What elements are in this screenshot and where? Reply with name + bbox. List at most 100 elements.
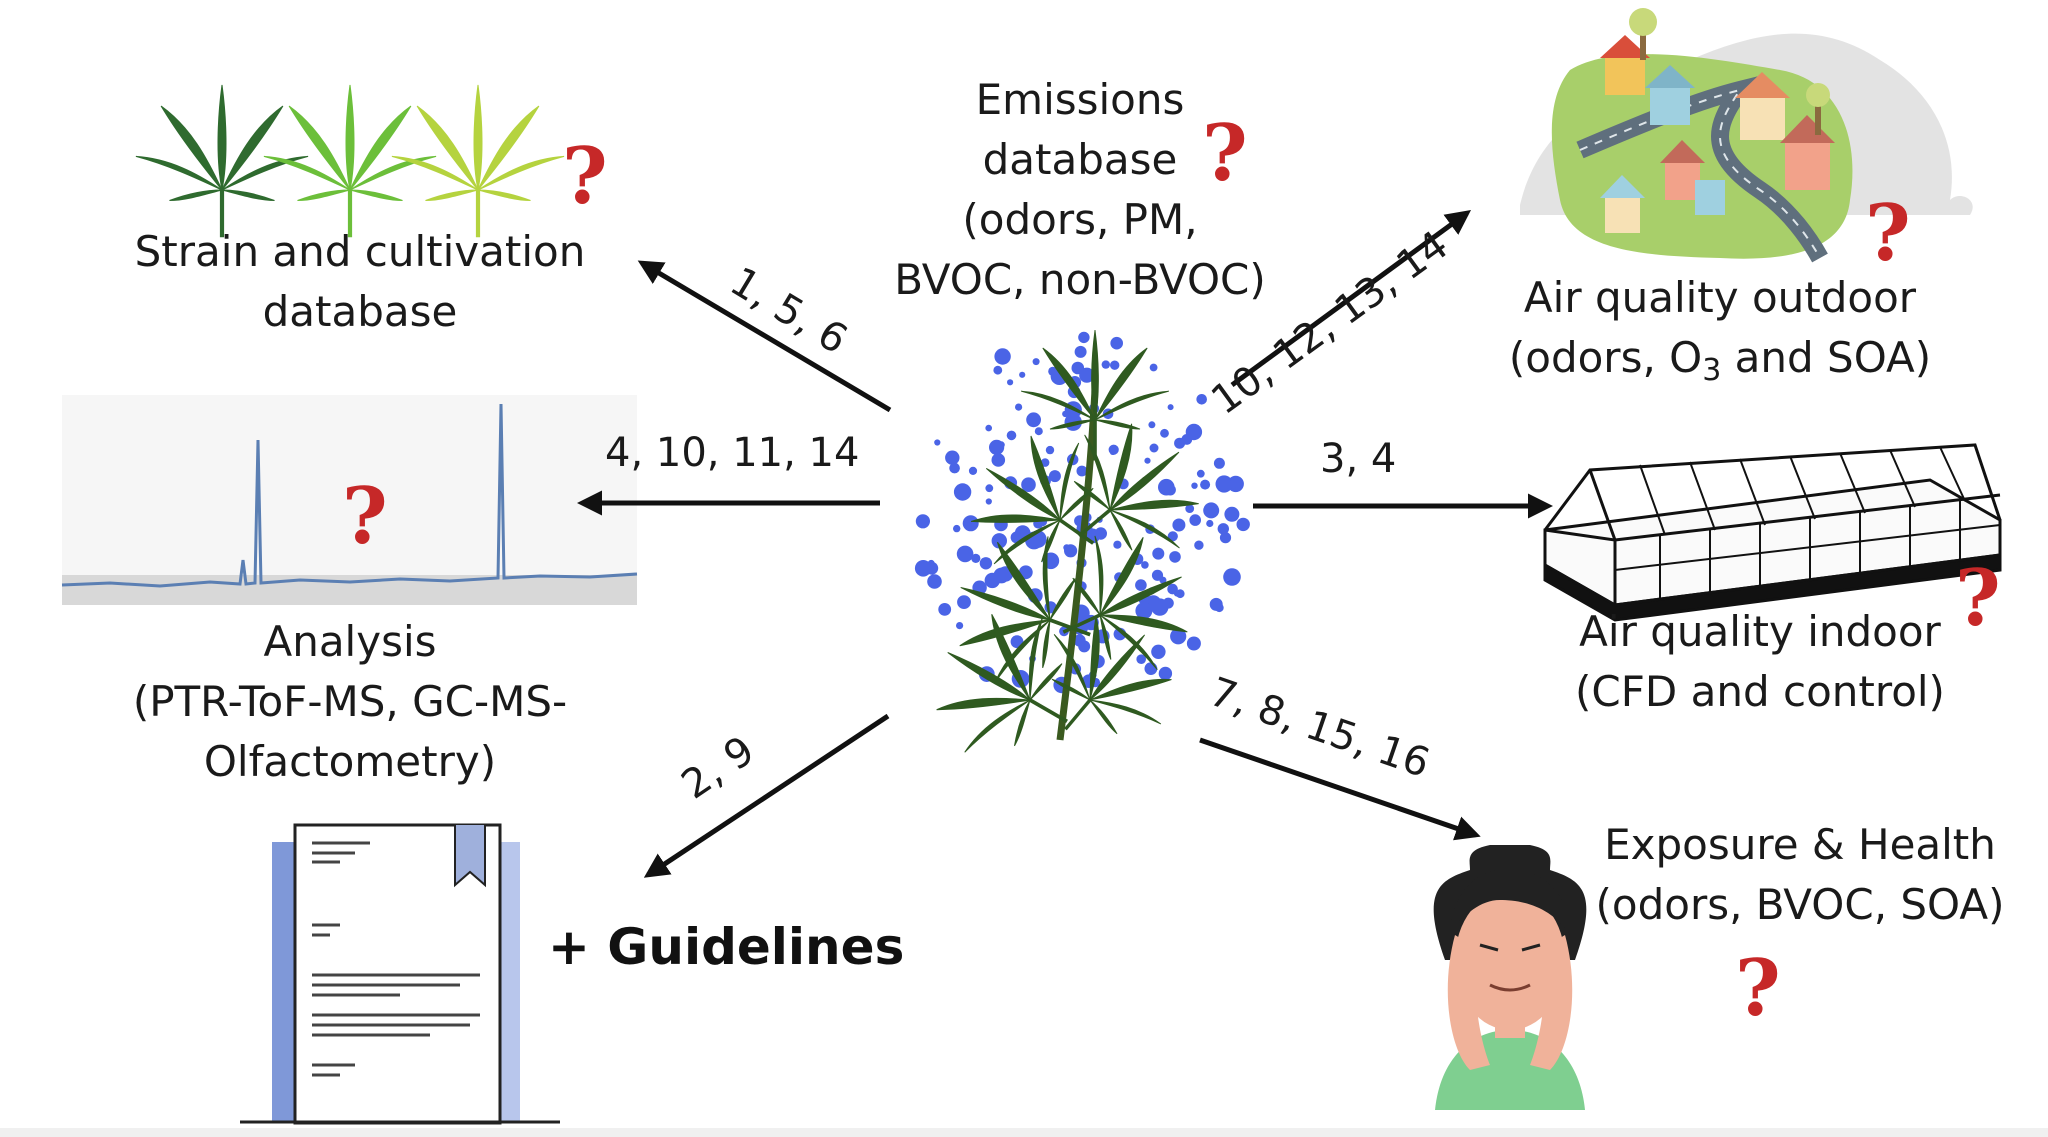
analysis-label: Analysis (PTR-ToF-MS, GC-MS- Olfactometr… — [100, 612, 600, 792]
emission-dot — [1213, 457, 1225, 469]
emission-dot — [1149, 443, 1159, 453]
emission-dot — [927, 574, 942, 589]
emission-dot — [1135, 602, 1153, 620]
emission-dot — [957, 595, 971, 609]
air-quality-indoor-label: Air quality indoor (CFD and control) — [1520, 602, 2000, 722]
emission-dot — [1194, 540, 1204, 550]
emissions-line-3: (odors, PM, — [962, 195, 1198, 244]
arrow-to-outdoor — [1230, 210, 1472, 388]
emission-dot — [1141, 561, 1149, 569]
emission-dot — [985, 424, 992, 432]
emission-dot — [1224, 506, 1240, 522]
emission-dot — [1169, 551, 1181, 563]
emission-dot — [1228, 479, 1238, 489]
emission-dot — [1223, 568, 1241, 586]
question-mark-strain: ? — [562, 131, 608, 222]
emission-dot — [1149, 363, 1158, 372]
emission-dot — [1144, 662, 1158, 675]
emission-dot — [1101, 360, 1111, 369]
arrow-to-strain — [637, 260, 892, 413]
emission-dot — [985, 484, 994, 493]
strain-line-1: Strain and cultivation — [134, 227, 586, 276]
emission-dot — [1110, 360, 1120, 370]
emission-dot — [994, 348, 1011, 365]
air-quality-outdoor-label: Air quality outdoor (odors, O3 and SOA) — [1480, 268, 1960, 393]
question-mark-outdoor: ? — [1865, 188, 1911, 279]
emission-dot — [1191, 482, 1198, 489]
emissions-database-label: Emissions database (odors, PM, BVOC, non… — [840, 70, 1320, 310]
emission-dot — [968, 466, 978, 475]
arrow-to-exposure — [1199, 737, 1481, 841]
emission-dot — [949, 462, 960, 474]
emission-dot — [1158, 666, 1173, 681]
cannabis-leaves-icon — [136, 85, 564, 237]
emission-dot — [985, 498, 992, 505]
question-mark-emissions: ? — [1202, 108, 1248, 199]
emission-dot — [1063, 544, 1071, 551]
emission-dot — [1015, 403, 1023, 411]
emission-dot — [1162, 597, 1174, 609]
emission-dot — [963, 516, 977, 529]
emission-dot — [1136, 654, 1146, 664]
emission-dot — [1159, 576, 1167, 584]
emission-dot — [1148, 421, 1156, 429]
emission-dot — [1034, 427, 1043, 436]
emission-dot — [1045, 445, 1055, 455]
emission-dot — [1019, 371, 1026, 378]
emission-dot — [1167, 404, 1174, 411]
emission-dot — [1144, 457, 1151, 464]
emission-dot — [1135, 579, 1147, 591]
exposure-line-2: (odors, BVOC, SOA) — [1595, 880, 2005, 929]
emission-dot — [1113, 540, 1122, 549]
emission-dot — [1073, 634, 1086, 647]
emission-dot — [1007, 379, 1014, 386]
emission-dot — [991, 453, 1006, 467]
emission-dot — [1236, 517, 1250, 532]
emission-dot — [1076, 465, 1088, 477]
arrows — [577, 210, 1553, 878]
question-mark-indoor: ? — [1955, 553, 2001, 644]
emission-dot — [927, 559, 935, 568]
emission-dot — [938, 603, 952, 616]
emission-dot — [1079, 367, 1095, 383]
emission-dot — [1173, 590, 1181, 597]
indoor-line-1: Air quality indoor — [1579, 607, 1941, 656]
exposure-line-1: Exposure & Health — [1604, 820, 1996, 869]
outdoor-line-2: (odors, O3 and SOA) — [1508, 333, 1932, 388]
document-icon — [240, 823, 560, 1125]
emission-dot — [1048, 470, 1061, 483]
emission-dot — [1185, 423, 1203, 441]
question-mark-exposure: ? — [1735, 943, 1781, 1034]
emission-dot — [1200, 479, 1211, 490]
emission-dot — [1215, 475, 1233, 493]
emission-dot — [1006, 430, 1017, 441]
guidelines-label: + Guidelines — [548, 918, 905, 976]
emission-dot — [1021, 477, 1036, 493]
emission-dot — [1196, 394, 1207, 405]
emission-dot — [1108, 444, 1119, 455]
arrow-to-guidelines — [643, 713, 890, 878]
emission-dot — [1186, 636, 1201, 651]
emissions-line-4: BVOC, non-BVOC) — [894, 255, 1266, 304]
exposure-health-label: Exposure & Health (odors, BVOC, SOA) — [1560, 815, 2040, 935]
cannabis-plant-icon — [906, 328, 1250, 791]
emission-dot — [1074, 345, 1087, 358]
emissions-line-1: Emissions — [975, 75, 1185, 124]
emission-dot — [1170, 628, 1187, 645]
emission-dot — [1032, 358, 1040, 366]
emission-dot — [945, 450, 960, 465]
emission-dot — [1160, 428, 1169, 438]
emissions-line-2: database — [982, 135, 1178, 184]
emission-dot — [1078, 331, 1090, 344]
emission-dot — [997, 441, 1005, 449]
analysis-line-2: (PTR-ToF-MS, GC-MS- — [132, 677, 568, 726]
emission-dot — [953, 483, 972, 501]
emission-dot — [1185, 504, 1195, 513]
town-outdoor-icon — [1520, 8, 1973, 263]
emission-dot — [984, 572, 1000, 589]
emission-dot — [1189, 514, 1201, 526]
emission-dot — [915, 514, 931, 529]
emission-dot — [956, 622, 964, 630]
